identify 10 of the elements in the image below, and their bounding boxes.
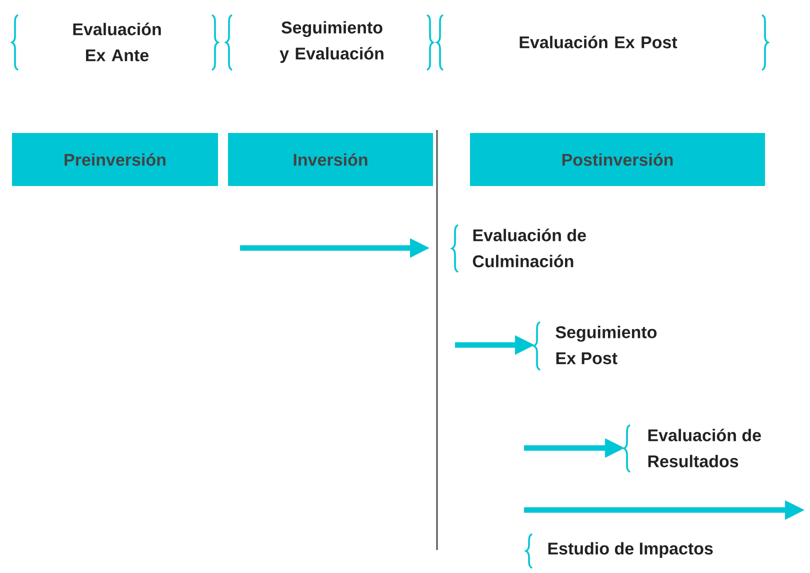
stage-label: Evaluación de Culminación: [472, 228, 586, 268]
bracket-label: Evaluación Ex Post: [520, 36, 678, 48]
stage-label: Estudio de Impactos: [548, 542, 713, 558]
phase-box: Postinversión: [470, 133, 765, 186]
bracket-label: Seguimiento y Evaluación: [280, 21, 384, 63]
stage-label: Evaluación de Resultados: [648, 428, 761, 468]
phase-box: Inversión: [228, 133, 433, 186]
phase-box: Preinversión: [12, 133, 218, 186]
stage-label: Seguimiento Ex Post: [556, 326, 657, 364]
bracket-label: Evaluación Ex Ante: [73, 22, 161, 62]
